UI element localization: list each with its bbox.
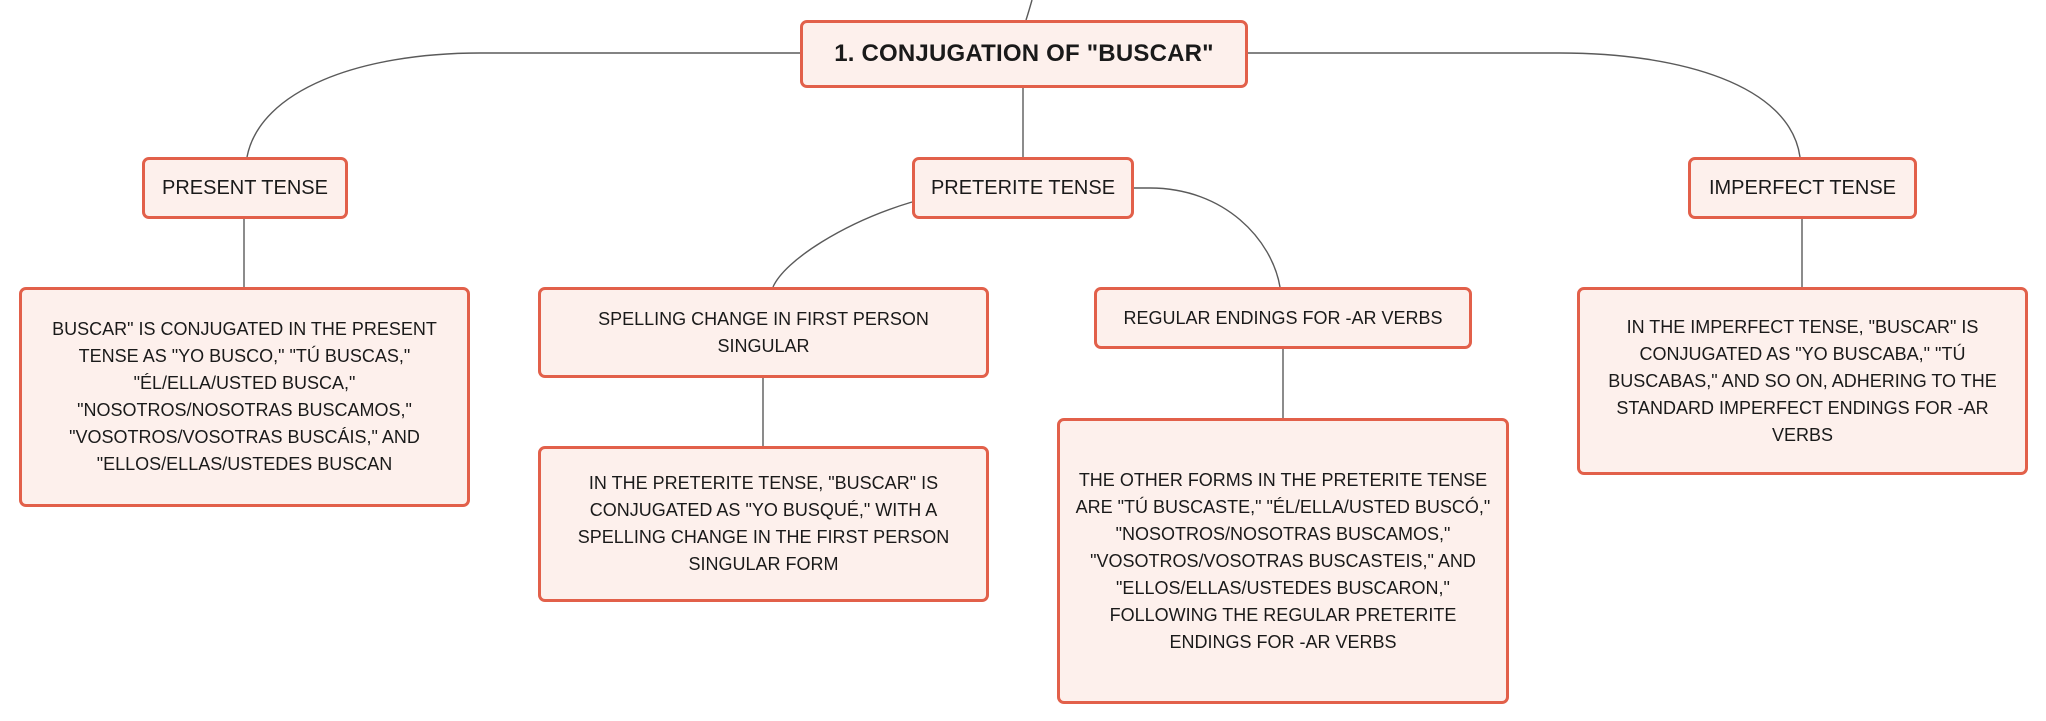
imperfect-tense-label: IMPERFECT TENSE (1708, 176, 1897, 199)
node-imperfect-tense[interactable]: IMPERFECT TENSE (1688, 157, 1917, 219)
connector-preterite-to-regular (1134, 187, 1281, 288)
node-present-tense-detail[interactable]: BUSCAR" IS CONJUGATED IN THE PRESENT TEN… (19, 287, 470, 507)
node-present-tense[interactable]: PRESENT TENSE (142, 157, 348, 219)
preterite-other-forms-text: THE OTHER FORMS IN THE PRETERITE TENSE A… (1075, 469, 1491, 652)
connector-root-to-imperfect (1248, 52, 1801, 158)
node-preterite-other-forms[interactable]: THE OTHER FORMS IN THE PRETERITE TENSE A… (1057, 418, 1509, 704)
node-imperfect-tense-detail[interactable]: IN THE IMPERFECT TENSE, "BUSCAR" IS CONJ… (1577, 287, 2028, 475)
node-spelling-change[interactable]: SPELLING CHANGE IN FIRST PERSON SINGULAR (538, 287, 989, 378)
preterite-tense-label: PRETERITE TENSE (930, 176, 1116, 199)
node-preterite-tense[interactable]: PRETERITE TENSE (912, 157, 1134, 219)
present-tense-label: PRESENT TENSE (162, 176, 328, 199)
root-node-conjugation-of-buscar[interactable]: 1. CONJUGATION OF "BUSCAR" (800, 20, 1248, 88)
preterite-yo-form-detail-text: IN THE PRETERITE TENSE, "BUSCAR" IS CONJ… (577, 473, 950, 574)
spelling-change-label: SPELLING CHANGE IN FIRST PERSON SINGULAR (598, 308, 929, 356)
node-preterite-yo-form-detail[interactable]: IN THE PRETERITE TENSE, "BUSCAR" IS CONJ… (538, 446, 989, 602)
connector-parent-to-root (1025, 0, 1033, 21)
node-regular-endings[interactable]: REGULAR ENDINGS FOR -AR VERBS (1094, 287, 1472, 349)
regular-endings-label: REGULAR ENDINGS FOR -AR VERBS (1123, 307, 1443, 328)
connector-root-to-present (246, 52, 800, 158)
imperfect-tense-detail-text: IN THE IMPERFECT TENSE, "BUSCAR" IS CONJ… (1608, 316, 1997, 445)
root-node-label: 1. CONJUGATION OF "BUSCAR" (834, 40, 1214, 67)
connector-preterite-to-spelling (772, 201, 913, 288)
present-tense-detail-text: BUSCAR" IS CONJUGATED IN THE PRESENT TEN… (52, 319, 437, 474)
